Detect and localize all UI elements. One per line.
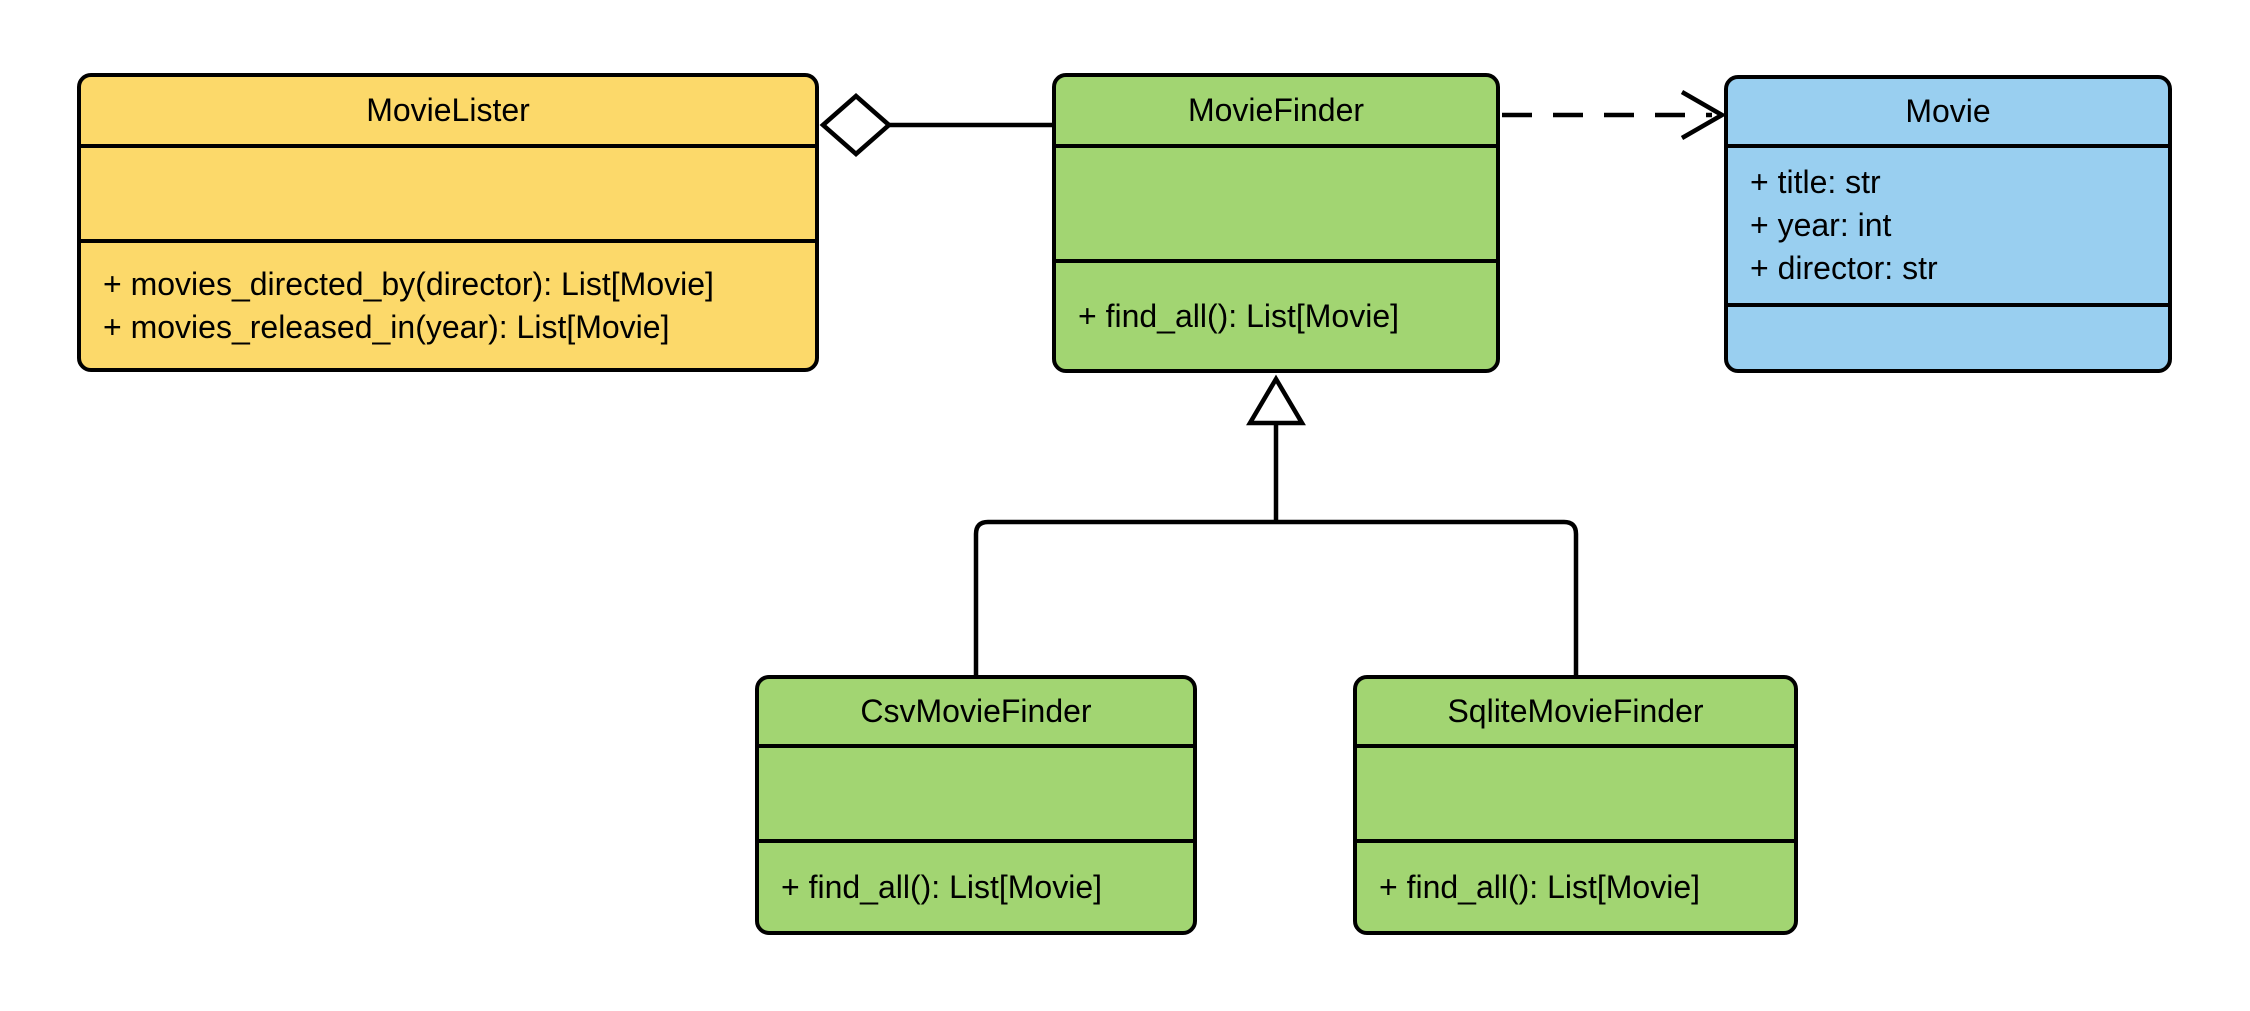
method-item: + find_all(): List[Movie]: [1379, 868, 1701, 905]
class-name: SqliteMovieFinder: [1447, 693, 1704, 729]
methods-compartment: + find_all(): List[Movie]: [1357, 839, 1794, 931]
method-item: + movies_directed_by(director): List[Mov…: [103, 265, 714, 302]
attribute-item: + title: str: [1750, 164, 1881, 200]
inheritance-triangle-icon: [1246, 374, 1306, 426]
methods-compartment: [1728, 303, 2168, 369]
attribute-item: + year: int: [1750, 207, 1892, 243]
attribute-item: + director: str: [1750, 250, 1938, 286]
class-sqlitemoviefinder: SqliteMovieFinder + find_all(): List[Mov…: [1353, 675, 1798, 935]
methods-compartment: + movies_directed_by(director): List[Mov…: [81, 239, 815, 368]
dependency-open-arrowhead-icon: [1680, 90, 1727, 140]
class-moviefinder: MovieFinder + find_all(): List[Movie]: [1052, 73, 1500, 373]
class-csvmoviefinder: CsvMovieFinder + find_all(): List[Movie]: [755, 675, 1197, 935]
aggregation-connector: [819, 93, 1054, 157]
class-title-compartment: MovieLister: [81, 77, 815, 144]
dependency-connector: [1502, 90, 1727, 140]
class-name: MovieLister: [366, 92, 530, 128]
aggregation-diamond-icon: [819, 93, 893, 157]
attributes-compartment: [81, 144, 815, 239]
attributes-compartment: [759, 744, 1193, 839]
class-movielister: MovieLister + movies_directed_by(directo…: [77, 73, 819, 372]
methods-compartment: + find_all(): List[Movie]: [1056, 259, 1496, 369]
method-item: + find_all(): List[Movie]: [781, 868, 1103, 905]
inheritance-connector: [973, 374, 1579, 677]
class-name: MovieFinder: [1187, 92, 1365, 128]
attributes-compartment: [1056, 144, 1496, 259]
method-item: + movies_released_in(year): List[Movie]: [103, 308, 670, 345]
class-title-compartment: Movie: [1728, 79, 2168, 144]
class-name: Movie: [1905, 93, 1991, 129]
class-name: CsvMovieFinder: [860, 693, 1092, 729]
class-title-compartment: MovieFinder: [1056, 77, 1496, 144]
method-item: + find_all(): List[Movie]: [1078, 297, 1400, 334]
class-movie: Movie + title: str + year: int + directo…: [1724, 75, 2172, 373]
attributes-compartment: + title: str + year: int + director: str: [1728, 144, 2168, 303]
attributes-compartment: [1357, 744, 1794, 839]
class-title-compartment: SqliteMovieFinder: [1357, 679, 1794, 744]
methods-compartment: + find_all(): List[Movie]: [759, 839, 1193, 931]
class-title-compartment: CsvMovieFinder: [759, 679, 1193, 744]
